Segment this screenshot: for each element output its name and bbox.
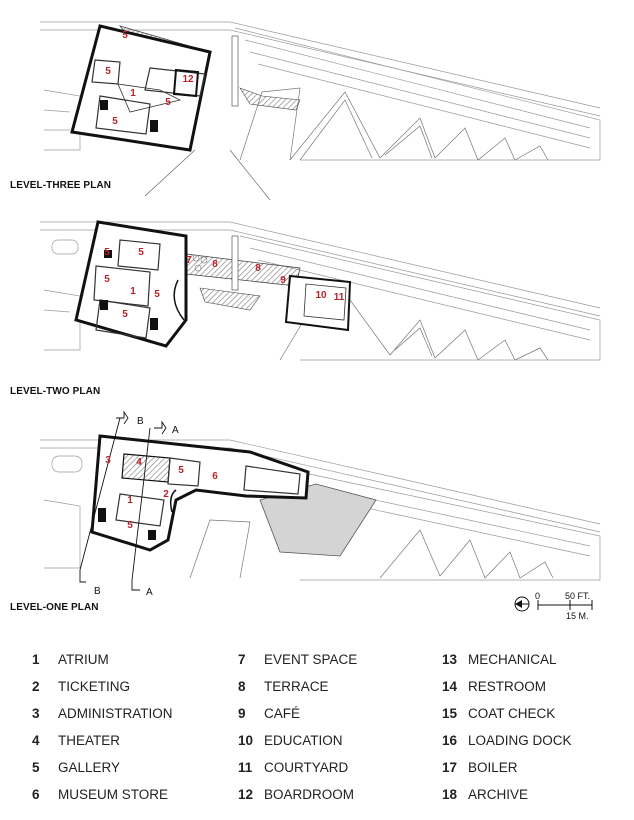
scale-meters: 15 M. <box>566 611 589 621</box>
section-cut-lines <box>79 410 167 591</box>
room-number-label: 5 <box>104 247 110 258</box>
level-two-title: LEVEL-TWO PLAN <box>10 386 101 397</box>
landscape-folds <box>239 87 549 161</box>
building-outline <box>74 220 188 348</box>
room-number-label: 9 <box>280 275 286 286</box>
level-one-title: LEVEL-ONE PLAN <box>10 602 99 613</box>
room-number-label: 5 <box>127 520 133 531</box>
cafe-wing <box>284 274 352 332</box>
room-number-label: 5 <box>165 97 171 108</box>
room-number-label: 8 <box>212 259 218 270</box>
room-number-label: 12 <box>182 74 194 85</box>
room-labels: 5 5 1 5 5 12 5 5 5 1 5 5 7 8 8 9 10 11 3 4 5 6 2 1 5 <box>104 30 345 531</box>
room-number-label: 10 <box>315 290 327 301</box>
terrace-hatch <box>239 87 301 111</box>
section-mark-a-top: A <box>172 425 179 436</box>
section-mark-b-bottom: B <box>94 586 101 597</box>
room-number-label: 5 <box>122 30 128 41</box>
room-number-label: 2 <box>163 489 169 500</box>
room-number-label: 8 <box>255 263 261 274</box>
room-number-label: 5 <box>122 309 128 320</box>
level-three-title: LEVEL-THREE PLAN <box>10 180 112 191</box>
landscape-folds <box>189 519 554 579</box>
room-number-label: 7 <box>186 255 192 266</box>
room-number-label: 4 <box>136 457 142 468</box>
room-number-label: 5 <box>154 289 160 300</box>
room-number-label: 1 <box>127 495 133 506</box>
room-number-label: 5 <box>178 465 184 476</box>
section-mark-a-bottom: A <box>146 587 153 598</box>
level-three-plan <box>40 21 601 201</box>
room-number-label: 5 <box>104 274 110 285</box>
room-number-label: 5 <box>112 116 118 127</box>
room-number-label: 5 <box>105 66 111 77</box>
level-two-plan <box>40 220 601 361</box>
room-number-label: 5 <box>138 247 144 258</box>
room-number-label: 3 <box>105 455 111 466</box>
room-number-label: 6 <box>212 471 218 482</box>
section-mark-b-top: B <box>137 416 144 427</box>
floor-plans-drawing: B A B A 5 5 1 5 5 12 5 5 5 1 5 5 7 8 8 9 10 11 3 4 5 6 2 1 5 0 5… <box>40 21 601 621</box>
room-number-label: 1 <box>130 286 136 297</box>
scale-bar: 0 50 FT. 15 M. <box>514 591 593 621</box>
room-number-label: 11 <box>334 292 345 303</box>
level-one-plan: B A B A <box>40 410 601 598</box>
room-number-label: 1 <box>130 88 136 99</box>
scale-zero: 0 <box>535 591 540 601</box>
scale-feet: 50 FT. <box>565 591 590 601</box>
building-outline <box>70 24 212 152</box>
